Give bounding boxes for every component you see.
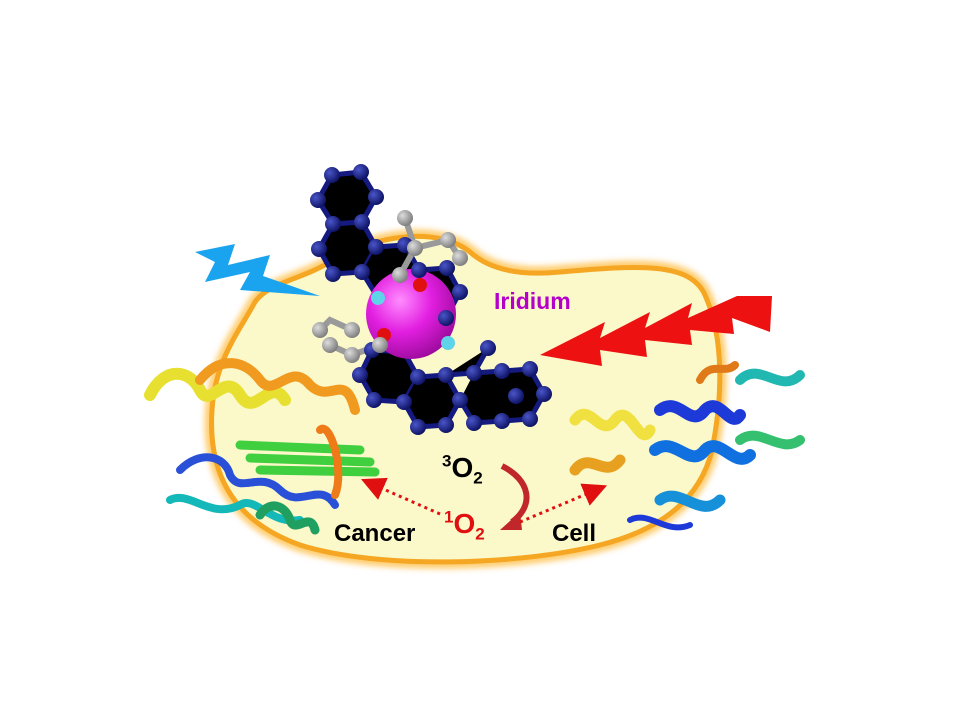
red-lightning-icon: [540, 296, 772, 366]
singlet-oxygen-superscript: 1: [444, 507, 454, 527]
triplet-oxygen-label: 3O2: [442, 451, 483, 487]
singlet-oxygen-base: O: [453, 508, 476, 539]
iridium-label: Iridium: [494, 288, 571, 314]
blue-lightning-icon: [195, 244, 320, 296]
triplet-oxygen-subscript: 2: [473, 468, 483, 488]
protein-ribbon-icon: [569, 361, 805, 531]
triplet-oxygen-superscript: 3: [442, 451, 452, 471]
complex-atoms: [310, 164, 552, 435]
protein-ribbon-icon: [144, 358, 380, 535]
cancer-label: Cancer: [334, 520, 416, 547]
carbon-atoms: [312, 210, 468, 363]
singlet-oxygen-subscript: 2: [475, 524, 485, 544]
cell-label: Cell: [552, 520, 597, 547]
triplet-oxygen-base: O: [451, 452, 474, 483]
singlet-oxygen-label: 1O2: [444, 507, 485, 543]
attack-arrow-left: [361, 477, 441, 516]
nitrogen-atoms: [371, 291, 455, 350]
cycle-arrow-head: [500, 512, 522, 530]
